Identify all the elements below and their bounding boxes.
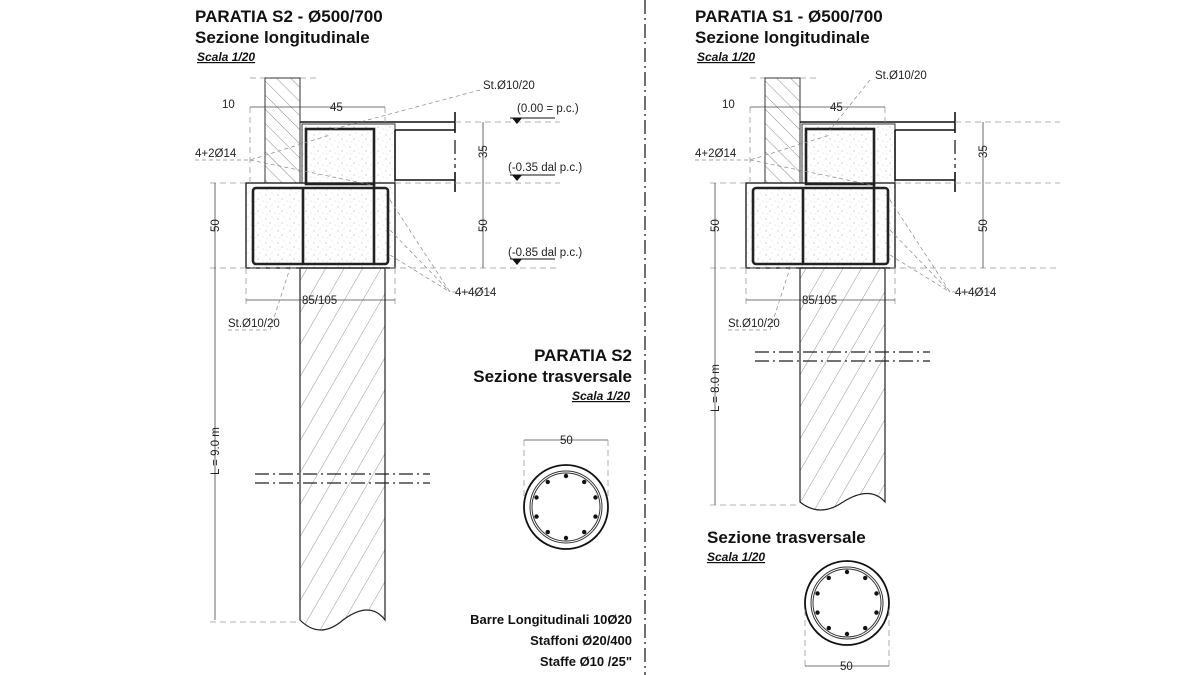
section-diameter: 50 xyxy=(560,435,573,447)
right-subtitle: Sezione longitudinale xyxy=(695,28,870,47)
rebar-dot xyxy=(563,473,569,479)
right-title: PARATIA S1 - Ø500/700 xyxy=(695,7,883,26)
rebar-dot xyxy=(863,625,868,631)
rebar-top-label: 4+2Ø14 xyxy=(695,148,737,160)
rebar-dot xyxy=(826,575,831,581)
dim-cap: 85/105 xyxy=(802,295,837,307)
rebar-dot xyxy=(874,591,879,596)
rebar-dot xyxy=(582,529,587,535)
dim-50-right: 50 xyxy=(978,219,990,232)
rebar-dot xyxy=(815,591,820,596)
svg-text:(-0.85 dal p.c.): (-0.85 dal p.c.) xyxy=(508,247,582,259)
right-section-scale: Scala 1/20 xyxy=(707,550,765,564)
dim-cap: 85/105 xyxy=(302,295,337,307)
svg-text:(0.00 = p.c.): (0.00 = p.c.) xyxy=(517,103,579,115)
pile xyxy=(299,267,386,631)
dim-50-left: 50 xyxy=(210,219,222,232)
left-subtitle: Sezione longitudinale xyxy=(195,28,370,47)
dim-45: 45 xyxy=(330,102,343,114)
stirrup-top-label: St.Ø10/20 xyxy=(875,70,927,82)
rebar-dot xyxy=(534,495,539,500)
level-marker-085: (-0.85 dal p.c.) xyxy=(508,247,582,265)
rebar-top-label: 4+2Ø14 xyxy=(195,148,237,160)
note-staffe: Staffe Ø10 /25" xyxy=(540,654,632,669)
svg-text:(-0.35 dal p.c.): (-0.35 dal p.c.) xyxy=(508,162,582,174)
rebar-dot xyxy=(593,495,598,500)
stirrup-bottom-label: St.Ø10/20 xyxy=(728,318,780,330)
right-longitudinal-section: PARATIA S1 - Ø500/700 Sezione longitudin… xyxy=(693,7,1062,511)
rebar-dot xyxy=(844,569,850,575)
pile-length-label: L = 8.0 m xyxy=(710,364,722,412)
pile-length-label: L = 9.0 m xyxy=(210,427,222,475)
longitudinal-bars xyxy=(815,569,879,637)
pile xyxy=(799,267,886,511)
level-marker-0: (0.00 = p.c.) xyxy=(510,103,579,124)
rebar-cap-label: 4+4Ø14 xyxy=(455,287,497,299)
rebar-dot xyxy=(545,479,550,485)
rebar-dot xyxy=(874,610,879,615)
rebar-dot xyxy=(593,514,598,519)
rebar-dot xyxy=(545,529,550,535)
left-section-subtitle: Sezione trasversale xyxy=(473,367,632,386)
rebar-dot xyxy=(563,535,569,541)
left-title: PARATIA S2 - Ø500/700 xyxy=(195,7,383,26)
stirrup-bottom-label: St.Ø10/20 xyxy=(228,318,280,330)
note-longitudinal-bars: Barre Longitudinali 10Ø20 xyxy=(470,612,632,627)
left-section-title: PARATIA S2 xyxy=(534,346,632,365)
dim-10: 10 xyxy=(722,99,735,111)
dim-35: 35 xyxy=(478,145,490,158)
level-marker-035: (-0.35 dal p.c.) xyxy=(508,162,582,181)
right-cross-section: Sezione trasversale Scala 1/20 50 xyxy=(707,528,890,673)
rebar-dot xyxy=(582,479,587,485)
rebar-dot xyxy=(844,631,850,637)
right-section-subtitle: Sezione trasversale xyxy=(707,528,866,547)
left-section-scale: Scala 1/20 xyxy=(572,389,630,403)
left-longitudinal-section: PARATIA S2 - Ø500/700 Sezione longitudin… xyxy=(193,7,582,631)
dim-35: 35 xyxy=(978,145,990,158)
left-scale: Scala 1/20 xyxy=(197,50,255,64)
section-diameter: 50 xyxy=(840,661,853,673)
rebar-dot xyxy=(826,625,831,631)
dim-10: 10 xyxy=(222,99,235,111)
note-staffoni: Staffoni Ø20/400 xyxy=(530,633,632,648)
right-scale: Scala 1/20 xyxy=(697,50,755,64)
dim-45: 45 xyxy=(830,102,843,114)
dim-50-left: 50 xyxy=(710,219,722,232)
longitudinal-bars xyxy=(534,473,598,541)
rebar-cap-label: 4+4Ø14 xyxy=(955,287,997,299)
rebar-dot xyxy=(863,575,868,581)
rebar-dot xyxy=(534,514,539,519)
dim-50-right: 50 xyxy=(478,219,490,232)
stirrup-top-label: St.Ø10/20 xyxy=(483,80,535,92)
rebar-dot xyxy=(815,610,820,615)
left-cross-section: PARATIA S2 Sezione trasversale Scala 1/2… xyxy=(470,346,632,669)
